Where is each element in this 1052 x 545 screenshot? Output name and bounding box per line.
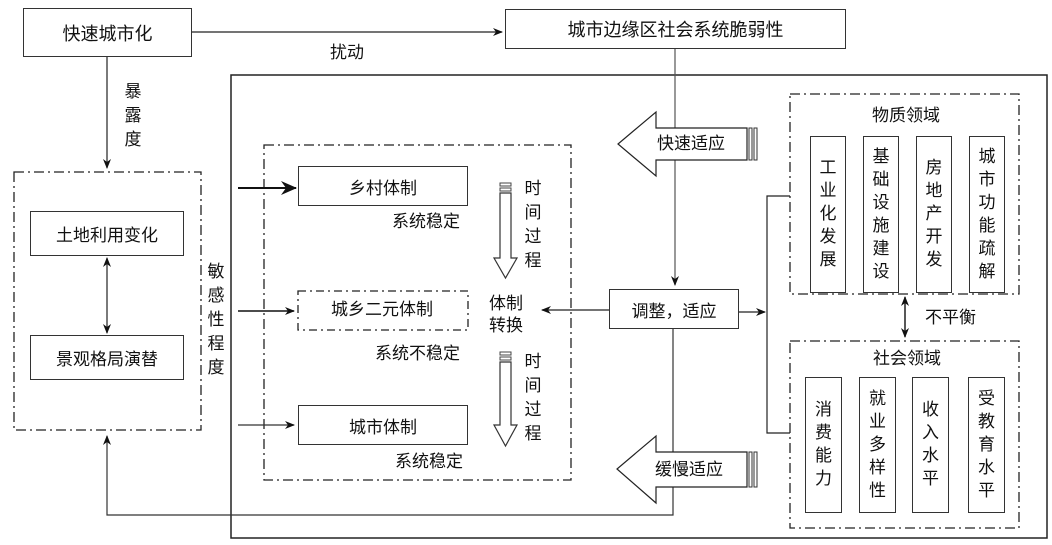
social-item-label: 收入水平 <box>922 400 939 489</box>
physical-domain-title: 物质领域 <box>872 106 940 126</box>
physical-item-label: 房地产开发 <box>925 158 943 270</box>
landscape-box: 景观格局演替 <box>30 335 184 380</box>
imbalance-label: 不平衡 <box>925 308 976 328</box>
domains-bracket-line <box>766 195 790 434</box>
adjust-adapt-box: 调整，适应 <box>609 289 739 329</box>
social-item: 受教育水平 <box>968 377 1005 513</box>
social-domain-frame <box>789 340 1020 529</box>
social-item: 就业多样性 <box>859 377 896 513</box>
physical-item: 城市功能疏解 <box>969 136 1005 293</box>
land-use-box: 土地利用变化 <box>30 211 184 256</box>
adjust-adapt-label: 调整，适应 <box>631 301 717 322</box>
left-dashed-frame <box>13 171 202 431</box>
social-domain-title: 社会领域 <box>873 349 941 369</box>
social-item: 收入水平 <box>912 377 949 513</box>
feedback-line <box>103 329 674 516</box>
rural-system-label: 乡村体制 <box>349 178 417 199</box>
physical-item-label: 工业化发展 <box>819 158 837 270</box>
rural-system-box: 乡村体制 <box>298 166 468 206</box>
center-dashed-frame <box>263 144 572 481</box>
land-use-label: 土地利用变化 <box>56 226 158 246</box>
rapid-urbanization-box: 快速城市化 <box>23 8 192 57</box>
slow-adapt-arrow <box>616 434 758 505</box>
fast-adapt-arrow <box>617 110 758 178</box>
urban-system-label: 城市体制 <box>349 417 417 438</box>
physical-domain-frame <box>789 93 1020 295</box>
social-item-label: 就业多样性 <box>869 388 886 501</box>
physical-item-label: 城市功能疏解 <box>978 146 996 282</box>
social-item-label: 受教育水平 <box>978 388 995 501</box>
outer-system-frame <box>230 74 1048 539</box>
time-process-label-2: 时间过程 <box>524 352 542 444</box>
physical-item: 工业化发展 <box>810 136 846 293</box>
landscape-label: 景观格局演替 <box>56 350 158 370</box>
dual-system-label: 城乡二元体制 <box>331 300 433 320</box>
exposure-label: 暴露度 <box>124 82 142 150</box>
vulnerability-label: 城市边缘区社会系统脆弱性 <box>567 20 784 41</box>
time-arrow-1 <box>492 182 519 280</box>
dual-state-label: 系统不稳定 <box>375 344 460 364</box>
social-item-label: 消费能力 <box>815 400 832 489</box>
transition-label: 体制转换 <box>489 294 523 336</box>
fast-adapt-label: 快速适应 <box>657 134 725 154</box>
rural-state-label: 系统稳定 <box>392 212 460 232</box>
time-process-label-1: 时间过程 <box>524 179 542 271</box>
sensitivity-label: 敏感性程度 <box>207 262 225 378</box>
urban-state-label: 系统稳定 <box>395 452 463 472</box>
time-arrow-2 <box>492 351 519 448</box>
disturbance-label: 扰动 <box>330 43 364 63</box>
urban-system-box: 城市体制 <box>298 405 468 445</box>
physical-item-label: 基础设施建设 <box>872 146 890 282</box>
social-item: 消费能力 <box>805 377 842 513</box>
physical-item: 房地产开发 <box>916 136 952 293</box>
dual-system-frame <box>297 290 469 331</box>
slow-adapt-label: 缓慢适应 <box>655 460 723 480</box>
rapid-urbanization-label: 快速城市化 <box>62 23 153 45</box>
physical-item: 基础设施建设 <box>863 136 899 293</box>
vulnerability-box: 城市边缘区社会系统脆弱性 <box>505 9 846 49</box>
